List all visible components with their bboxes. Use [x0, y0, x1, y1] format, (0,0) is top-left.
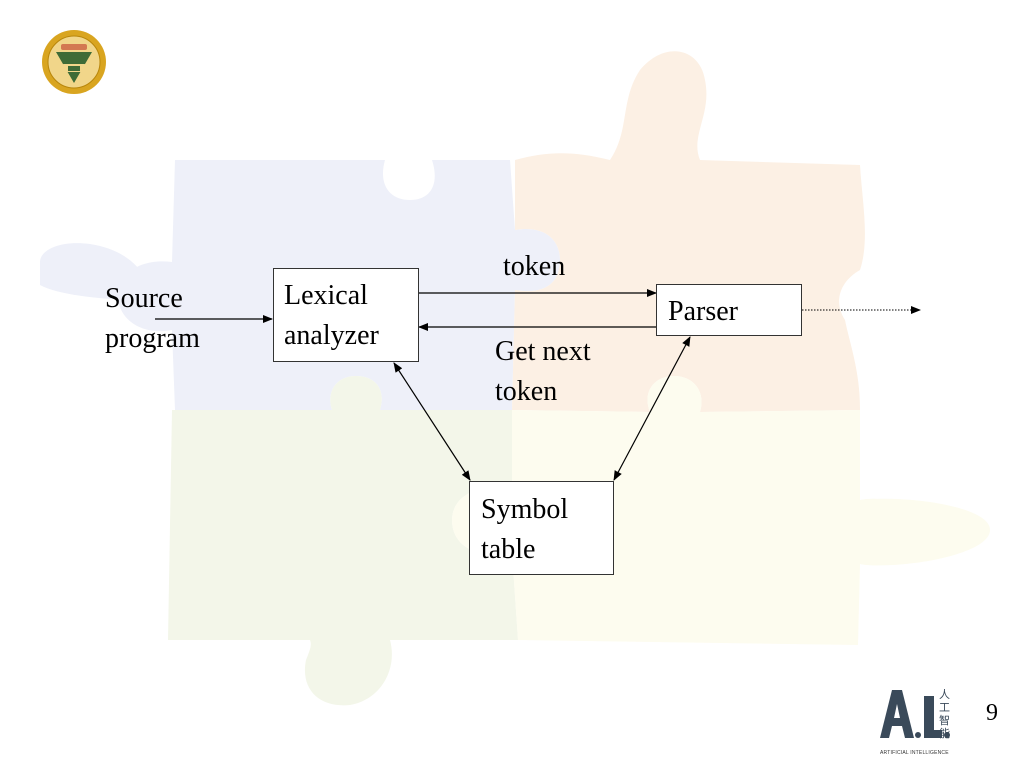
university-emblem — [42, 30, 106, 94]
symbol-table-label-line1: Symbol — [481, 494, 569, 525]
edge-parser-symbol — [613, 336, 691, 481]
symbol-table-box — [469, 481, 614, 575]
lexical-analyzer-label-line1: Lexical — [284, 280, 368, 311]
edge-lexical-symbol — [393, 362, 471, 481]
source-program-label-line2: program — [105, 323, 200, 354]
parser-box — [656, 284, 802, 336]
ai-logo-cjk: 人工智能 — [939, 688, 950, 740]
symbol-table-label-line2: table — [481, 534, 536, 565]
lexical-analyzer-box — [273, 268, 419, 362]
parser-label: Parser — [668, 296, 738, 327]
get-next-token-label-line2: token — [495, 376, 558, 407]
lexical-analyzer-label-line2: analyzer — [284, 320, 379, 351]
token-edge-label: token — [503, 251, 566, 282]
ai-logo-icon — [880, 690, 950, 738]
source-program-label-line1: Source — [105, 283, 183, 314]
puzzle-piece-cream — [452, 376, 912, 645]
get-next-token-label-line1: Get next — [495, 336, 591, 367]
slide-number: 9 — [986, 700, 998, 726]
ai-logo-caption: ARTIFICIAL INTELLIGENCE — [880, 750, 949, 756]
